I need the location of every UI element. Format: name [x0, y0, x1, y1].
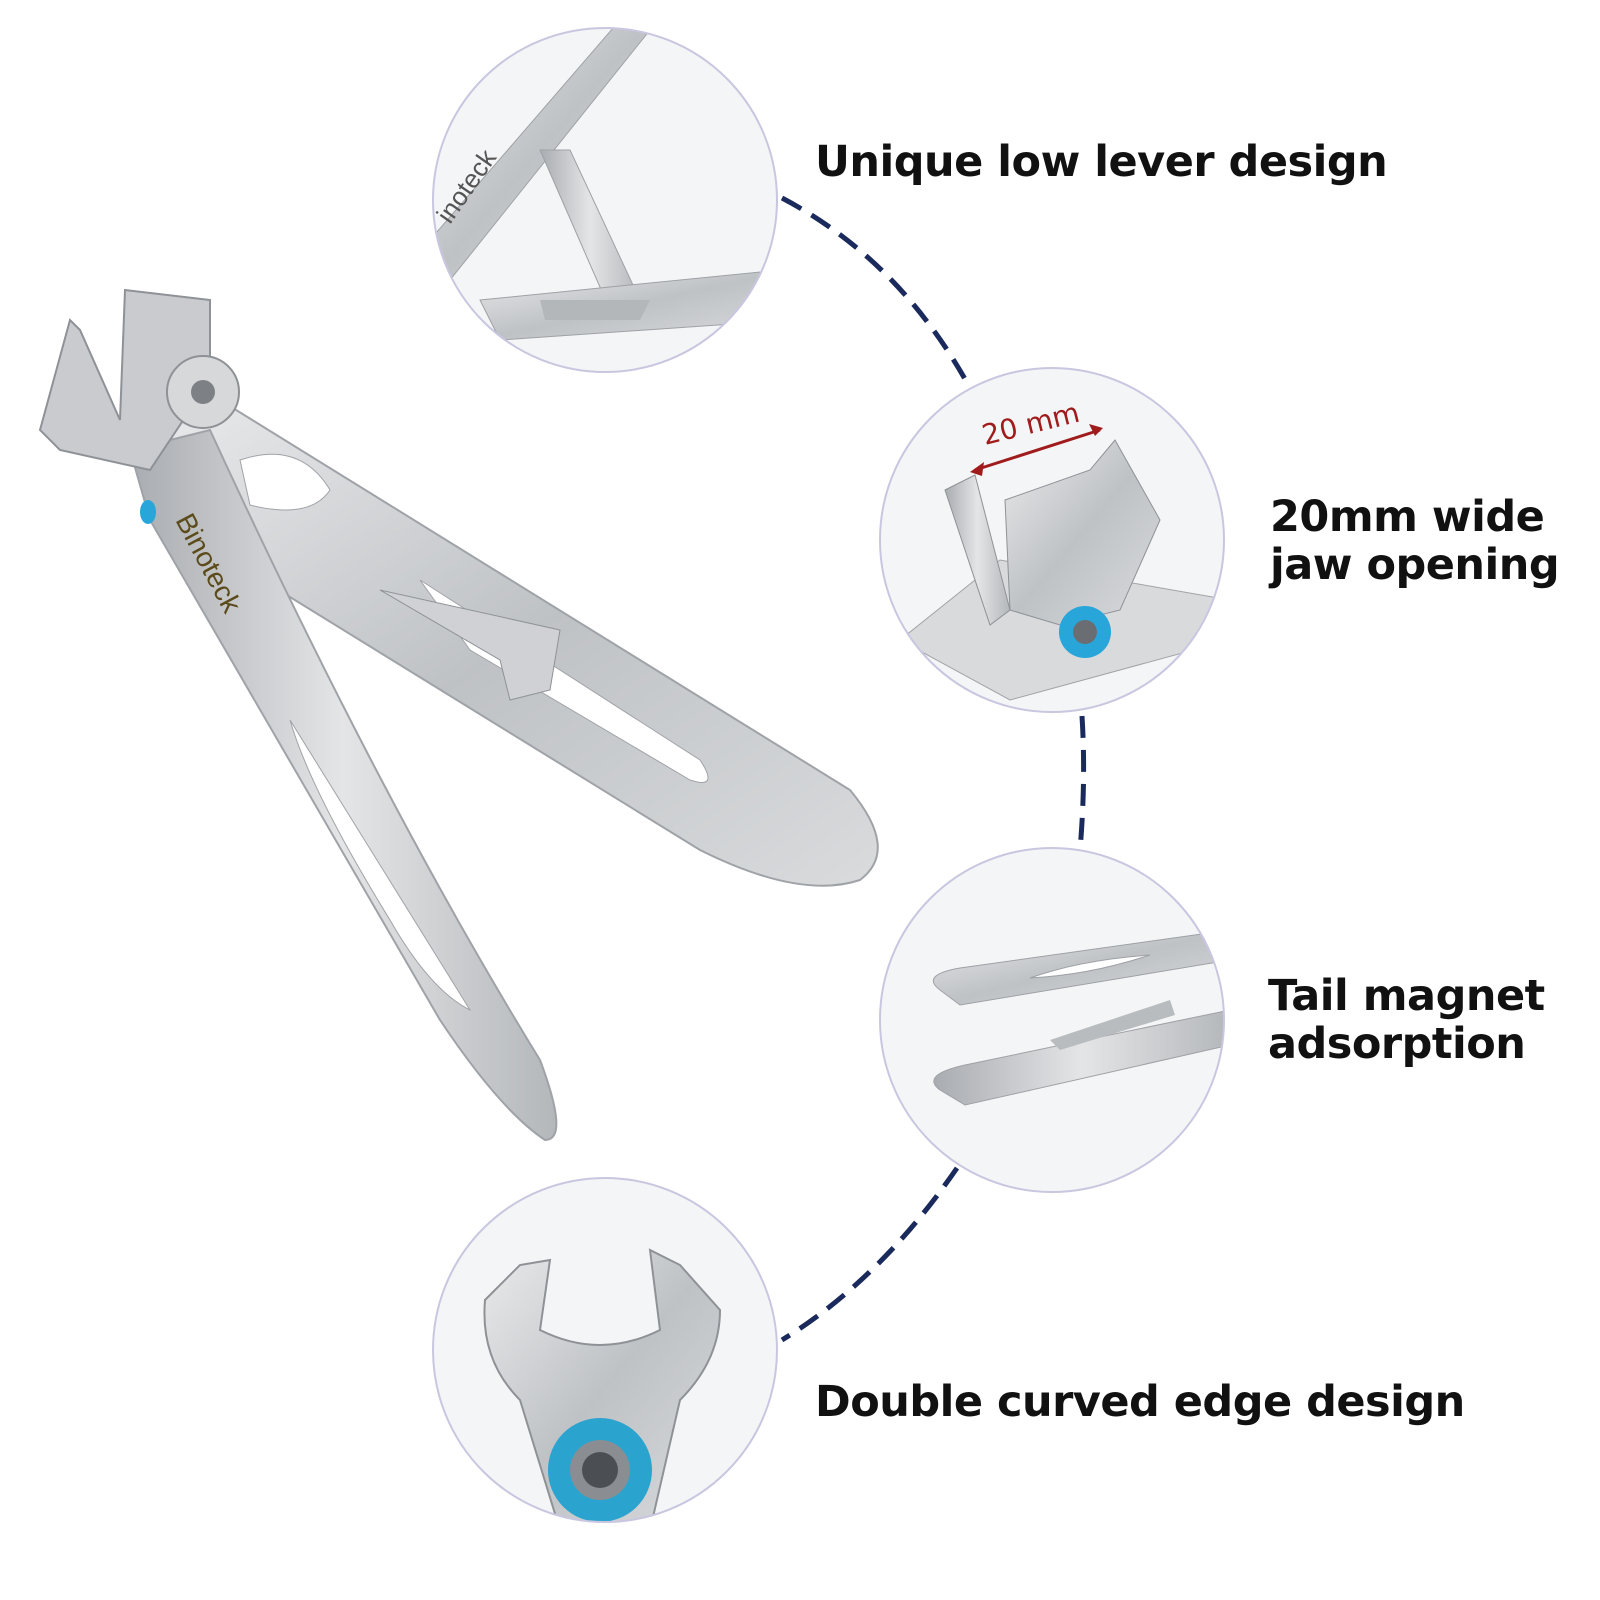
feature-label-curved-edge: Double curved edge design — [815, 1377, 1465, 1427]
label-line: adsorption — [1268, 1019, 1526, 1069]
nail-clipper-main: Binoteck — [38, 288, 879, 1142]
feature-label-jaw-opening: 20mm wide jaw opening — [1270, 492, 1560, 590]
feature-label-low-lever: Unique low lever design — [815, 137, 1388, 187]
detail-circle-tail-magnet — [879, 847, 1225, 1193]
dashed-connector — [780, 195, 1087, 1343]
label-line: Tail magnet — [1268, 971, 1545, 1021]
detail-circle-jaw-opening: 20 mm — [879, 367, 1225, 713]
label-line: 20mm wide — [1270, 492, 1545, 542]
feature-label-tail-magnet: Tail magnet adsorption — [1268, 972, 1545, 1068]
label-line: jaw opening — [1270, 540, 1560, 590]
detail-circle-curved-edge — [432, 1177, 778, 1523]
detail-circle-low-lever: inoteck — [432, 27, 778, 373]
